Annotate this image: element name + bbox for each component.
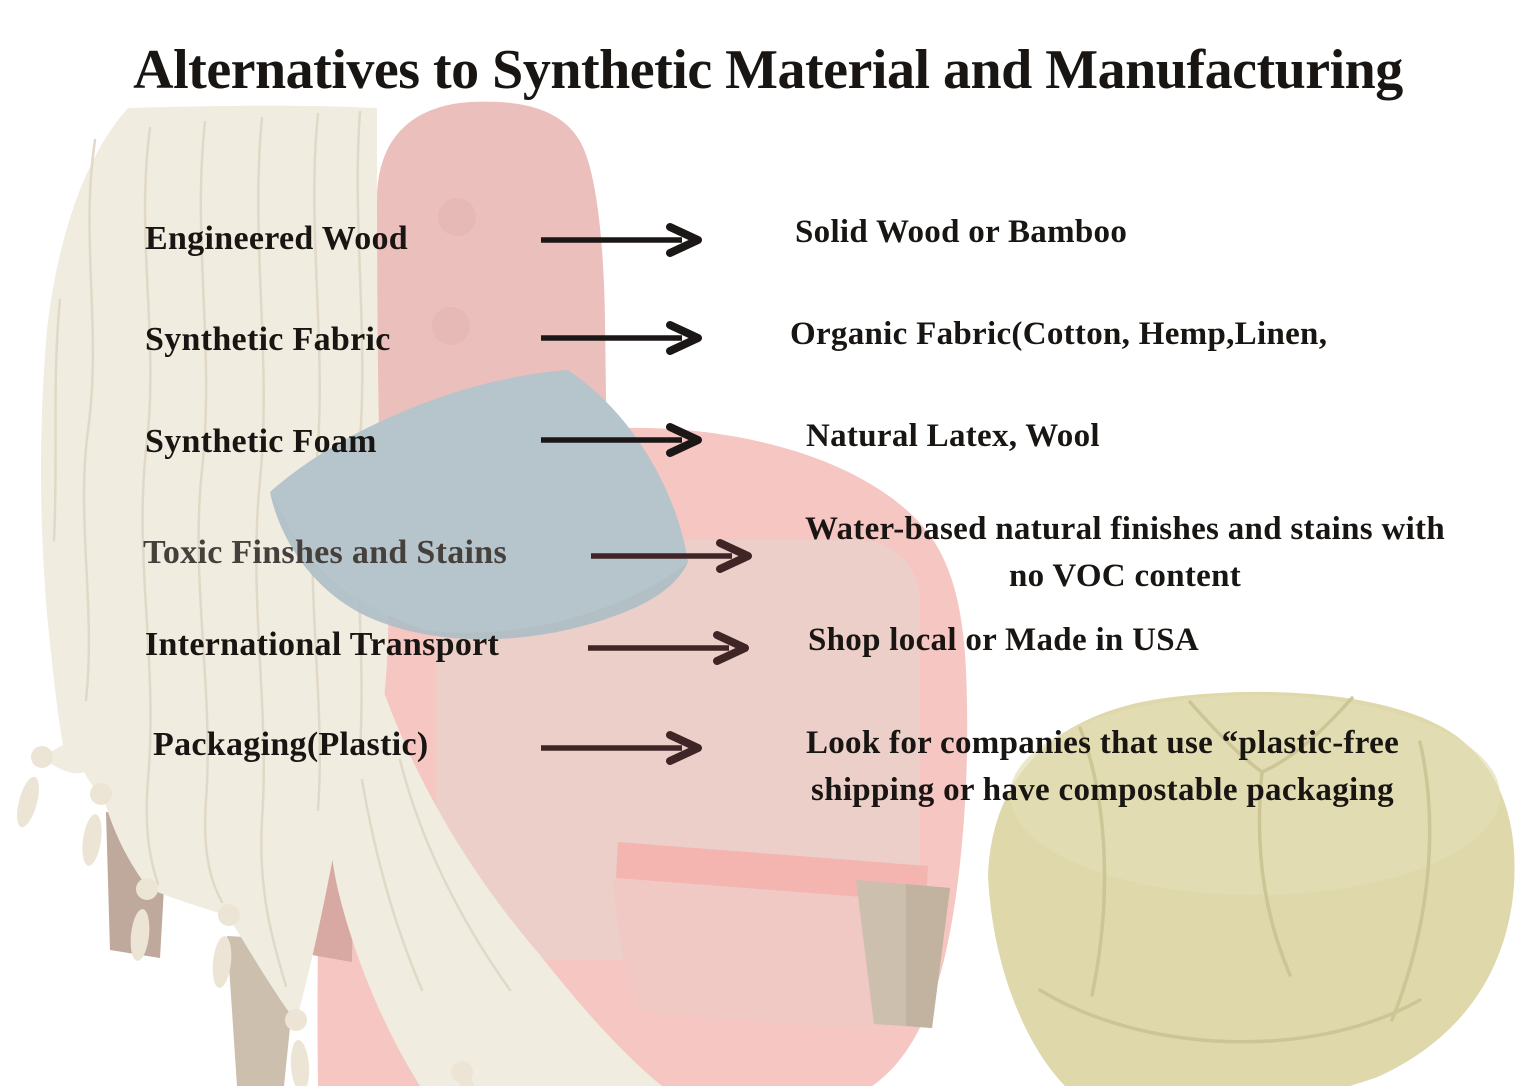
- arrow-icon: [591, 539, 752, 573]
- row-alternative-solid-wood: Solid Wood or Bamboo: [795, 214, 1128, 250]
- row-alternative-organic-fabric: Organic Fabric(Cotton, Hemp,Linen,: [790, 316, 1328, 352]
- row-alternative-natural-latex: Natural Latex, Wool: [806, 418, 1100, 454]
- blanket-drape: [328, 695, 662, 1086]
- back-button: [438, 198, 476, 236]
- row-label-engineered-wood: Engineered Wood: [145, 220, 409, 257]
- row-label-toxic-finishes: Toxic Finshes and Stains: [143, 534, 508, 571]
- pouf-top: [1010, 695, 1500, 895]
- pouf-seams: [1038, 696, 1432, 1044]
- back-button: [432, 307, 470, 345]
- arrow-icon: [541, 731, 702, 765]
- chair-skirt: [614, 878, 926, 1030]
- row-label-synthetic-foam: Synthetic Foam: [145, 423, 377, 460]
- blanket-stitch-lines: [52, 110, 512, 992]
- arrow-icon: [541, 423, 702, 457]
- chair-leg-front-shade: [906, 884, 950, 1028]
- arrow-icon: [541, 223, 702, 257]
- blanket-tassels: [17, 746, 478, 1086]
- arrow-icon: [588, 631, 749, 665]
- row-alternative-shop-local: Shop local or Made in USA: [808, 622, 1200, 658]
- arrow-icon: [541, 321, 702, 355]
- row-label-international-transport: International Transport: [145, 626, 500, 663]
- row-label-packaging-plastic: Packaging(Plastic): [153, 726, 429, 763]
- row-alternative-water-based: Water-based natural finishes and stains …: [805, 511, 1445, 594]
- seat-front-band: [616, 842, 928, 902]
- row-alternative-plastic-free: Look for companies that use “plastic-fre…: [805, 725, 1400, 808]
- pillow: [270, 370, 688, 633]
- row-label-synthetic-fabric: Synthetic Fabric: [145, 321, 391, 358]
- blanket: [40, 105, 389, 1022]
- page-title: Alternatives to Synthetic Material and M…: [133, 39, 1403, 101]
